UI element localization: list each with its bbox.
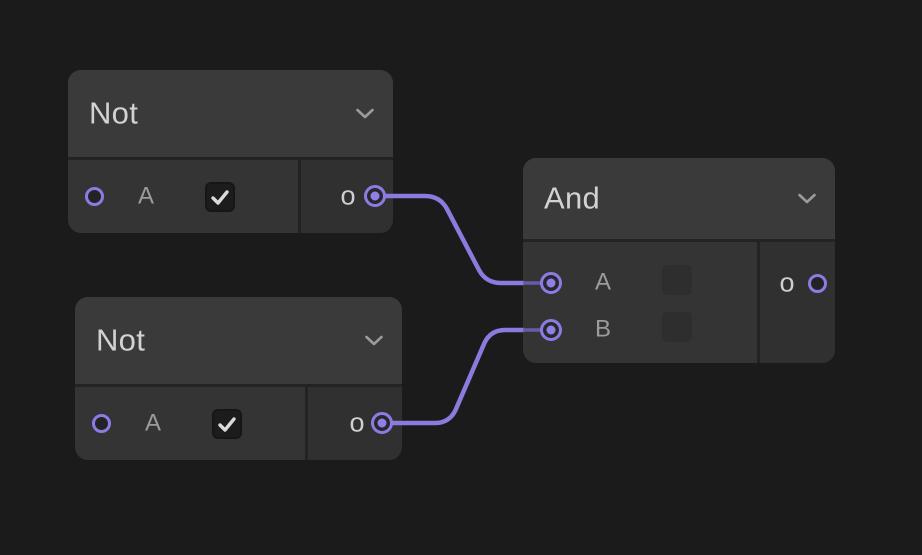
input-port-a[interactable] <box>92 414 111 433</box>
chevron-down-icon[interactable] <box>365 335 383 346</box>
output-label: o <box>349 407 365 438</box>
input-label: A <box>144 409 162 437</box>
input-port-a[interactable] <box>540 272 562 294</box>
output-port-o[interactable] <box>808 274 827 293</box>
input-port-b[interactable] <box>540 319 562 341</box>
node-not-2[interactable]: Not A o <box>75 297 402 460</box>
node-and-1[interactable]: And A B o <box>523 158 835 363</box>
node-body: A o <box>75 387 402 460</box>
input-label: B <box>594 315 612 343</box>
input-label: A <box>137 182 155 210</box>
node-title: Not <box>89 94 139 130</box>
chevron-down-icon[interactable] <box>798 193 816 204</box>
node-not-1[interactable]: Not A o <box>68 70 393 233</box>
check-icon <box>218 416 236 432</box>
node-title: And <box>544 179 601 215</box>
node-header[interactable]: Not <box>75 297 402 387</box>
output-label: o <box>779 267 795 298</box>
node-header[interactable]: And <box>523 158 835 242</box>
wire-not1-to-andA[interactable] <box>372 193 526 286</box>
node-body: A o <box>68 160 393 233</box>
input-port-a[interactable] <box>85 187 104 206</box>
check-icon <box>211 189 229 205</box>
checkbox-input-b-disabled <box>662 312 692 342</box>
node-header[interactable]: Not <box>68 70 393 160</box>
chevron-down-icon[interactable] <box>356 108 374 119</box>
checkbox-input-a[interactable] <box>212 409 242 439</box>
output-section <box>757 242 835 363</box>
output-port-o[interactable] <box>371 412 393 434</box>
output-label: o <box>340 180 356 211</box>
checkbox-input-a-disabled <box>662 265 692 295</box>
output-port-o[interactable] <box>364 185 386 207</box>
checkbox-input-a[interactable] <box>205 182 235 212</box>
input-label: A <box>594 268 612 296</box>
node-body: A B o <box>523 242 835 363</box>
node-title: Not <box>96 321 146 357</box>
wire-not2-to-andB[interactable] <box>379 327 526 426</box>
